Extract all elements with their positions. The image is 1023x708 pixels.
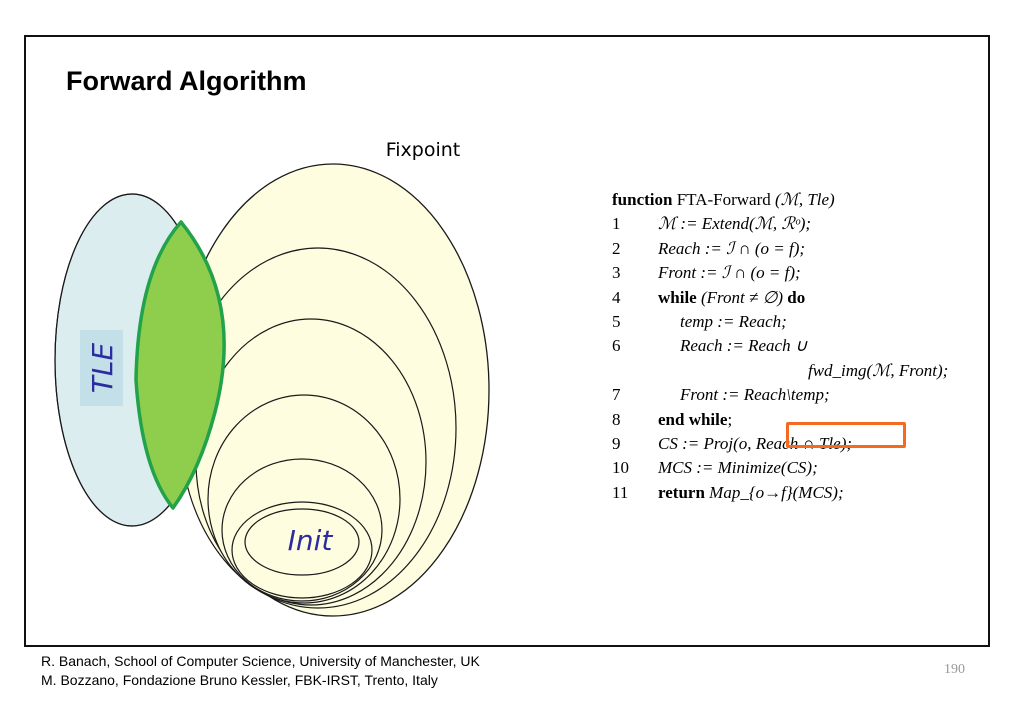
line-number: 9 bbox=[612, 433, 621, 453]
tle-label-bg bbox=[80, 330, 123, 406]
line-code: ; bbox=[727, 409, 733, 429]
line-code: fwd_img(ℳ, Front); bbox=[808, 360, 949, 380]
line-number: 7 bbox=[612, 385, 621, 405]
algorithm-line: 4 while (Front ≠ ∅) do bbox=[612, 286, 835, 310]
line-number: 1 bbox=[612, 214, 621, 234]
highlight-box bbox=[786, 422, 906, 448]
line-code: Reach := Reach ∪ bbox=[680, 336, 808, 356]
line-code: (Front ≠ ∅) bbox=[700, 287, 784, 307]
footer-line-1: R. Banach, School of Computer Science, U… bbox=[41, 653, 480, 669]
line-code: temp := Reach; bbox=[680, 311, 787, 331]
fixpoint-label: Fixpoint bbox=[386, 139, 461, 161]
algorithm-line: 1 ℳ := Extend(ℳ, ℛᵒ); bbox=[612, 212, 835, 236]
line-code: CS := Proj(o, Reach ∩ Tle); bbox=[658, 433, 853, 453]
algorithm-line: 9 CS := Proj(o, Reach ∩ Tle); bbox=[612, 432, 852, 456]
line-code: Reach := ℐ ∩ (o = f); bbox=[658, 238, 806, 258]
page-number: 190 bbox=[944, 662, 965, 677]
function-args: (ℳ, Tle) bbox=[774, 190, 835, 209]
slide-title: Forward Algorithm bbox=[66, 66, 307, 96]
line-code: MCS := Minimize(CS); bbox=[658, 458, 818, 478]
line-number: 11 bbox=[612, 482, 629, 502]
algorithm-line: 6 Reach := Reach ∪ bbox=[612, 334, 835, 358]
do-keyword: do bbox=[787, 287, 806, 307]
init-label: Init bbox=[288, 524, 334, 557]
init-ellipse bbox=[244, 508, 360, 576]
while-keyword: while bbox=[658, 287, 697, 307]
algorithm-line: 2 Reach := ℐ ∩ (o = f); bbox=[612, 237, 835, 261]
algorithm-line: 11 return Map_{o→f}(MCS); bbox=[612, 481, 844, 505]
footer-line-2: M. Bozzano, Fondazione Bruno Kessler, FB… bbox=[41, 672, 438, 688]
line-number: 5 bbox=[612, 311, 621, 331]
line-number: 3 bbox=[612, 263, 621, 283]
function-name: FTA-Forward bbox=[676, 190, 771, 209]
line-number: 6 bbox=[612, 336, 621, 356]
algorithm-header: function FTA-Forward (ℳ, Tle) bbox=[612, 188, 835, 212]
tle-label: TLE bbox=[86, 343, 119, 394]
function-keyword: function bbox=[612, 190, 673, 209]
algorithm-line: 5 temp := Reach; bbox=[612, 310, 835, 334]
end-while-keyword: end while bbox=[658, 409, 728, 429]
algorithm-listing: function FTA-Forward (ℳ, Tle) 1 ℳ := Ext… bbox=[612, 188, 948, 505]
line-code: Front := Reach\temp; bbox=[680, 385, 830, 405]
line-code: Map_{o→f}(MCS); bbox=[709, 482, 844, 502]
footer-credits: R. Banach, School of Computer Science, U… bbox=[41, 652, 480, 690]
algorithm-line: fwd_img(ℳ, Front); bbox=[612, 359, 948, 383]
line-code: Front := ℐ ∩ (o = f); bbox=[658, 263, 801, 283]
algorithm-line: 3 Front := ℐ ∩ (o = f); bbox=[612, 261, 835, 285]
algorithm-line: 7 Front := Reach\temp; bbox=[612, 383, 835, 407]
line-code: ℳ := Extend(ℳ, ℛᵒ); bbox=[658, 214, 812, 234]
return-keyword: return bbox=[658, 482, 705, 502]
line-number: 4 bbox=[612, 287, 621, 307]
intersection-region bbox=[134, 220, 226, 510]
algorithm-line: 8 end while; bbox=[612, 408, 835, 432]
line-number: 8 bbox=[612, 409, 621, 429]
line-number: 10 bbox=[612, 458, 629, 478]
algorithm-line: 10 MCS := Minimize(CS); bbox=[612, 456, 835, 480]
line-number: 2 bbox=[612, 238, 621, 258]
